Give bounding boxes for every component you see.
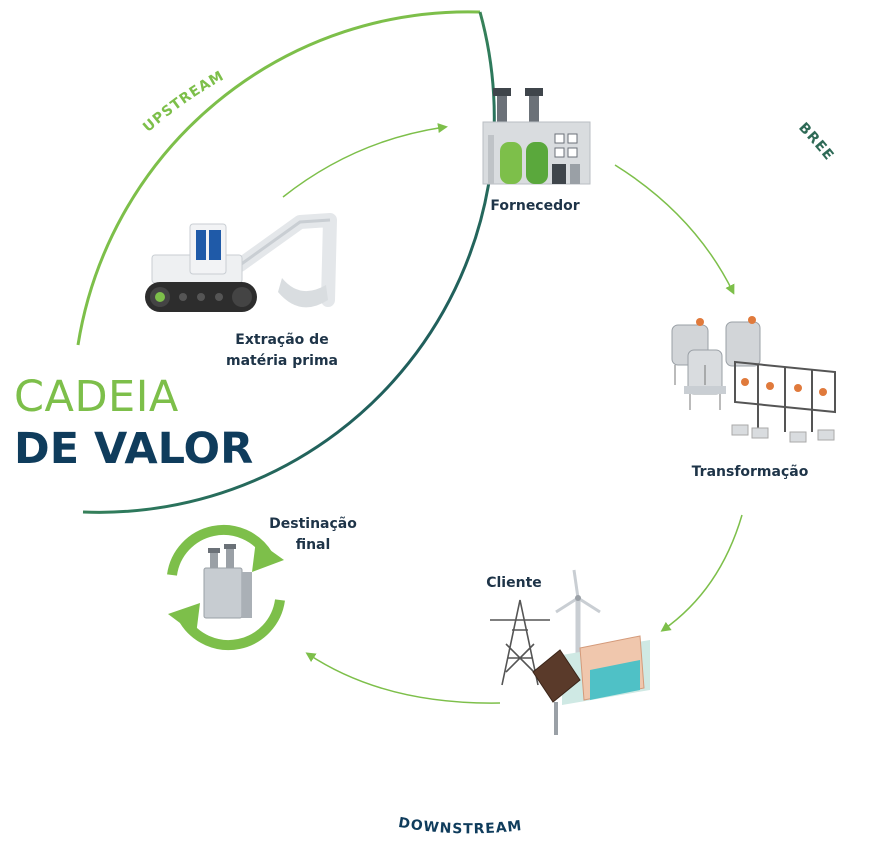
arrow-extraction-to-supplier [282, 123, 448, 198]
upstream-label: UPSTREAM [140, 68, 227, 136]
bree-label: BREE [795, 120, 837, 164]
excavator-icon [145, 213, 337, 312]
stage-label-transformation: Transformação [691, 464, 809, 480]
title-line-1: CADEIA [14, 372, 179, 422]
downstream-label: DOWNSTREAM [397, 815, 523, 837]
stage-label-final-disposal: Destinação final [269, 516, 357, 553]
recycle-icon [167, 524, 285, 651]
energy-client-icon [490, 569, 650, 735]
title-line-2: DE VALOR [14, 424, 254, 474]
factory-icon [482, 88, 591, 185]
arrow-supplier-to-transformation [614, 164, 735, 295]
ring-upper-arc [76, 10, 481, 346]
arrow-client-to-disposal [305, 652, 501, 704]
stage-label-supplier: Fornecedor [490, 198, 580, 214]
stage-label-client: Cliente [486, 575, 542, 591]
transformer-substation-icon [671, 316, 836, 443]
arrow-transformation-to-client [660, 514, 743, 632]
stage-label-raw-material-extraction: Extração de matéria prima [225, 332, 338, 369]
